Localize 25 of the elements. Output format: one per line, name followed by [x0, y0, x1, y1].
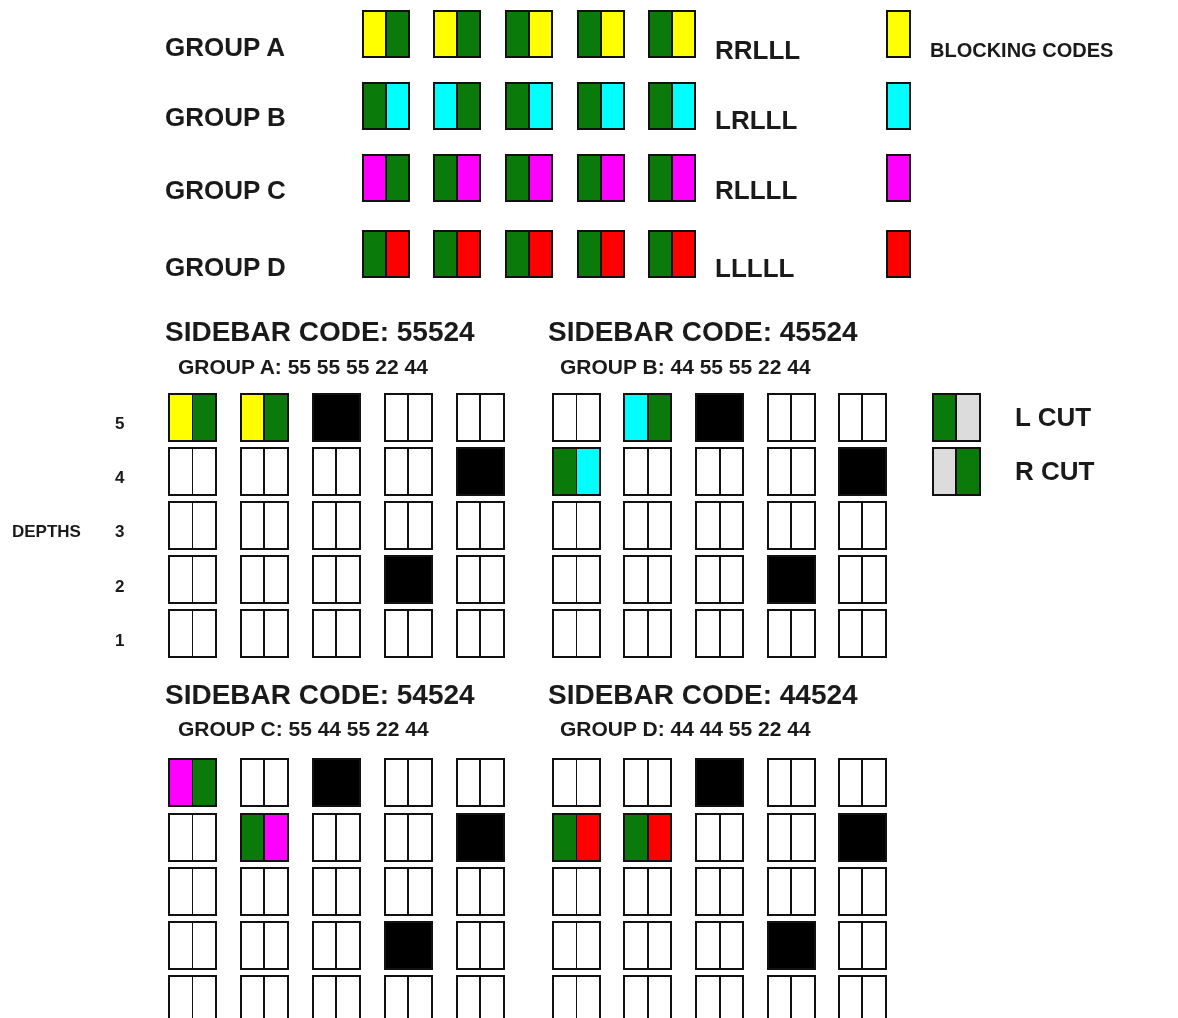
- cut-code: RRLLL: [715, 37, 801, 63]
- legend-label: R CUT: [1015, 458, 1095, 484]
- group-name: GROUP A: [165, 34, 285, 60]
- group-depths-text: GROUP C: 55 44 55 22 44: [178, 717, 429, 739]
- axis-label: DEPTHS: [12, 522, 81, 540]
- legend-label: L CUT: [1015, 404, 1092, 430]
- cut-code: RLLLL: [715, 177, 798, 203]
- sidebar-code-heading: SIDEBAR CODE: 55524: [165, 318, 475, 346]
- sidebar-code-heading: SIDEBAR CODE: 44524: [548, 681, 858, 709]
- depth-number: 1: [115, 631, 125, 649]
- group-depths-text: GROUP B: 44 55 55 22 44: [560, 355, 811, 377]
- group-name: GROUP B: [165, 104, 286, 130]
- group-depths-text: GROUP D: 44 44 55 22 44: [560, 717, 811, 739]
- depth-number: 3: [115, 522, 125, 540]
- group-depths-text: GROUP A: 55 55 55 22 44: [178, 355, 428, 377]
- group-name: GROUP D: [165, 254, 286, 280]
- cut-code: LLLLL: [715, 255, 795, 281]
- group-name: GROUP C: [165, 177, 286, 203]
- cut-code: LRLLL: [715, 107, 798, 133]
- sidebar-code-heading: SIDEBAR CODE: 45524: [548, 318, 858, 346]
- legend-title: BLOCKING CODES: [930, 40, 1114, 60]
- sidebar-code-heading: SIDEBAR CODE: 54524: [165, 681, 475, 709]
- depth-number: 2: [115, 577, 125, 595]
- depth-number: 5: [115, 414, 125, 432]
- depth-number: 4: [115, 468, 125, 486]
